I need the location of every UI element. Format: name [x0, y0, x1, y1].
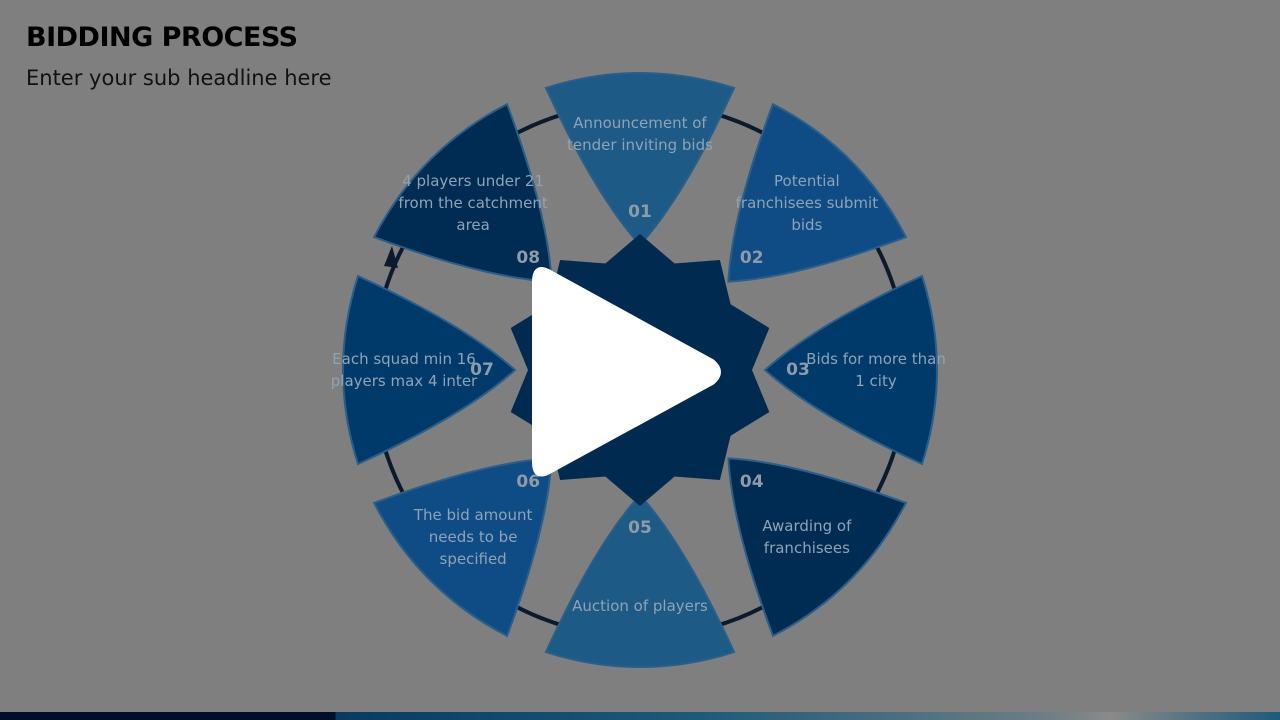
step-number: 02: [739, 248, 764, 269]
step-number: 03: [786, 360, 810, 380]
step-number: 08: [516, 248, 541, 269]
step-text: Awarding of franchisees: [762, 516, 852, 557]
step-number: 07: [470, 360, 494, 380]
petal-step-07: [342, 274, 517, 466]
slide-subtitle: Enter your sub headline here: [26, 66, 332, 90]
step-text: Each squad min 16 players max 4 inter: [330, 350, 478, 390]
petal-step-02: [727, 102, 908, 283]
step-number: 04: [739, 471, 764, 492]
step-text: Auction of players: [572, 597, 708, 615]
footer-bar: [0, 712, 1280, 720]
petal-step-03: [763, 274, 938, 466]
petal-step-04: [727, 457, 908, 638]
petal-step-06: [372, 457, 553, 638]
slide-title: BIDDING PROCESS: [26, 22, 298, 53]
step-text: Announcement of tender inviting bids: [567, 114, 713, 154]
play-icon[interactable]: [532, 267, 721, 477]
step-text: Potential franchisees submit bids: [735, 172, 879, 235]
step-number: 05: [628, 518, 652, 538]
petal-step-05: [544, 493, 736, 668]
step-number: 01: [628, 202, 652, 222]
step-text: Bids for more than 1 city: [806, 350, 946, 390]
step-text: 4 players under 21 from the catchment ar…: [398, 172, 548, 235]
step-text: The bid amount needs to be specified: [413, 505, 533, 568]
petal-step-01: [544, 72, 736, 247]
arrow-head-icon: [384, 246, 398, 268]
step-number: 06: [516, 471, 541, 492]
petal-step-08: [372, 102, 553, 283]
